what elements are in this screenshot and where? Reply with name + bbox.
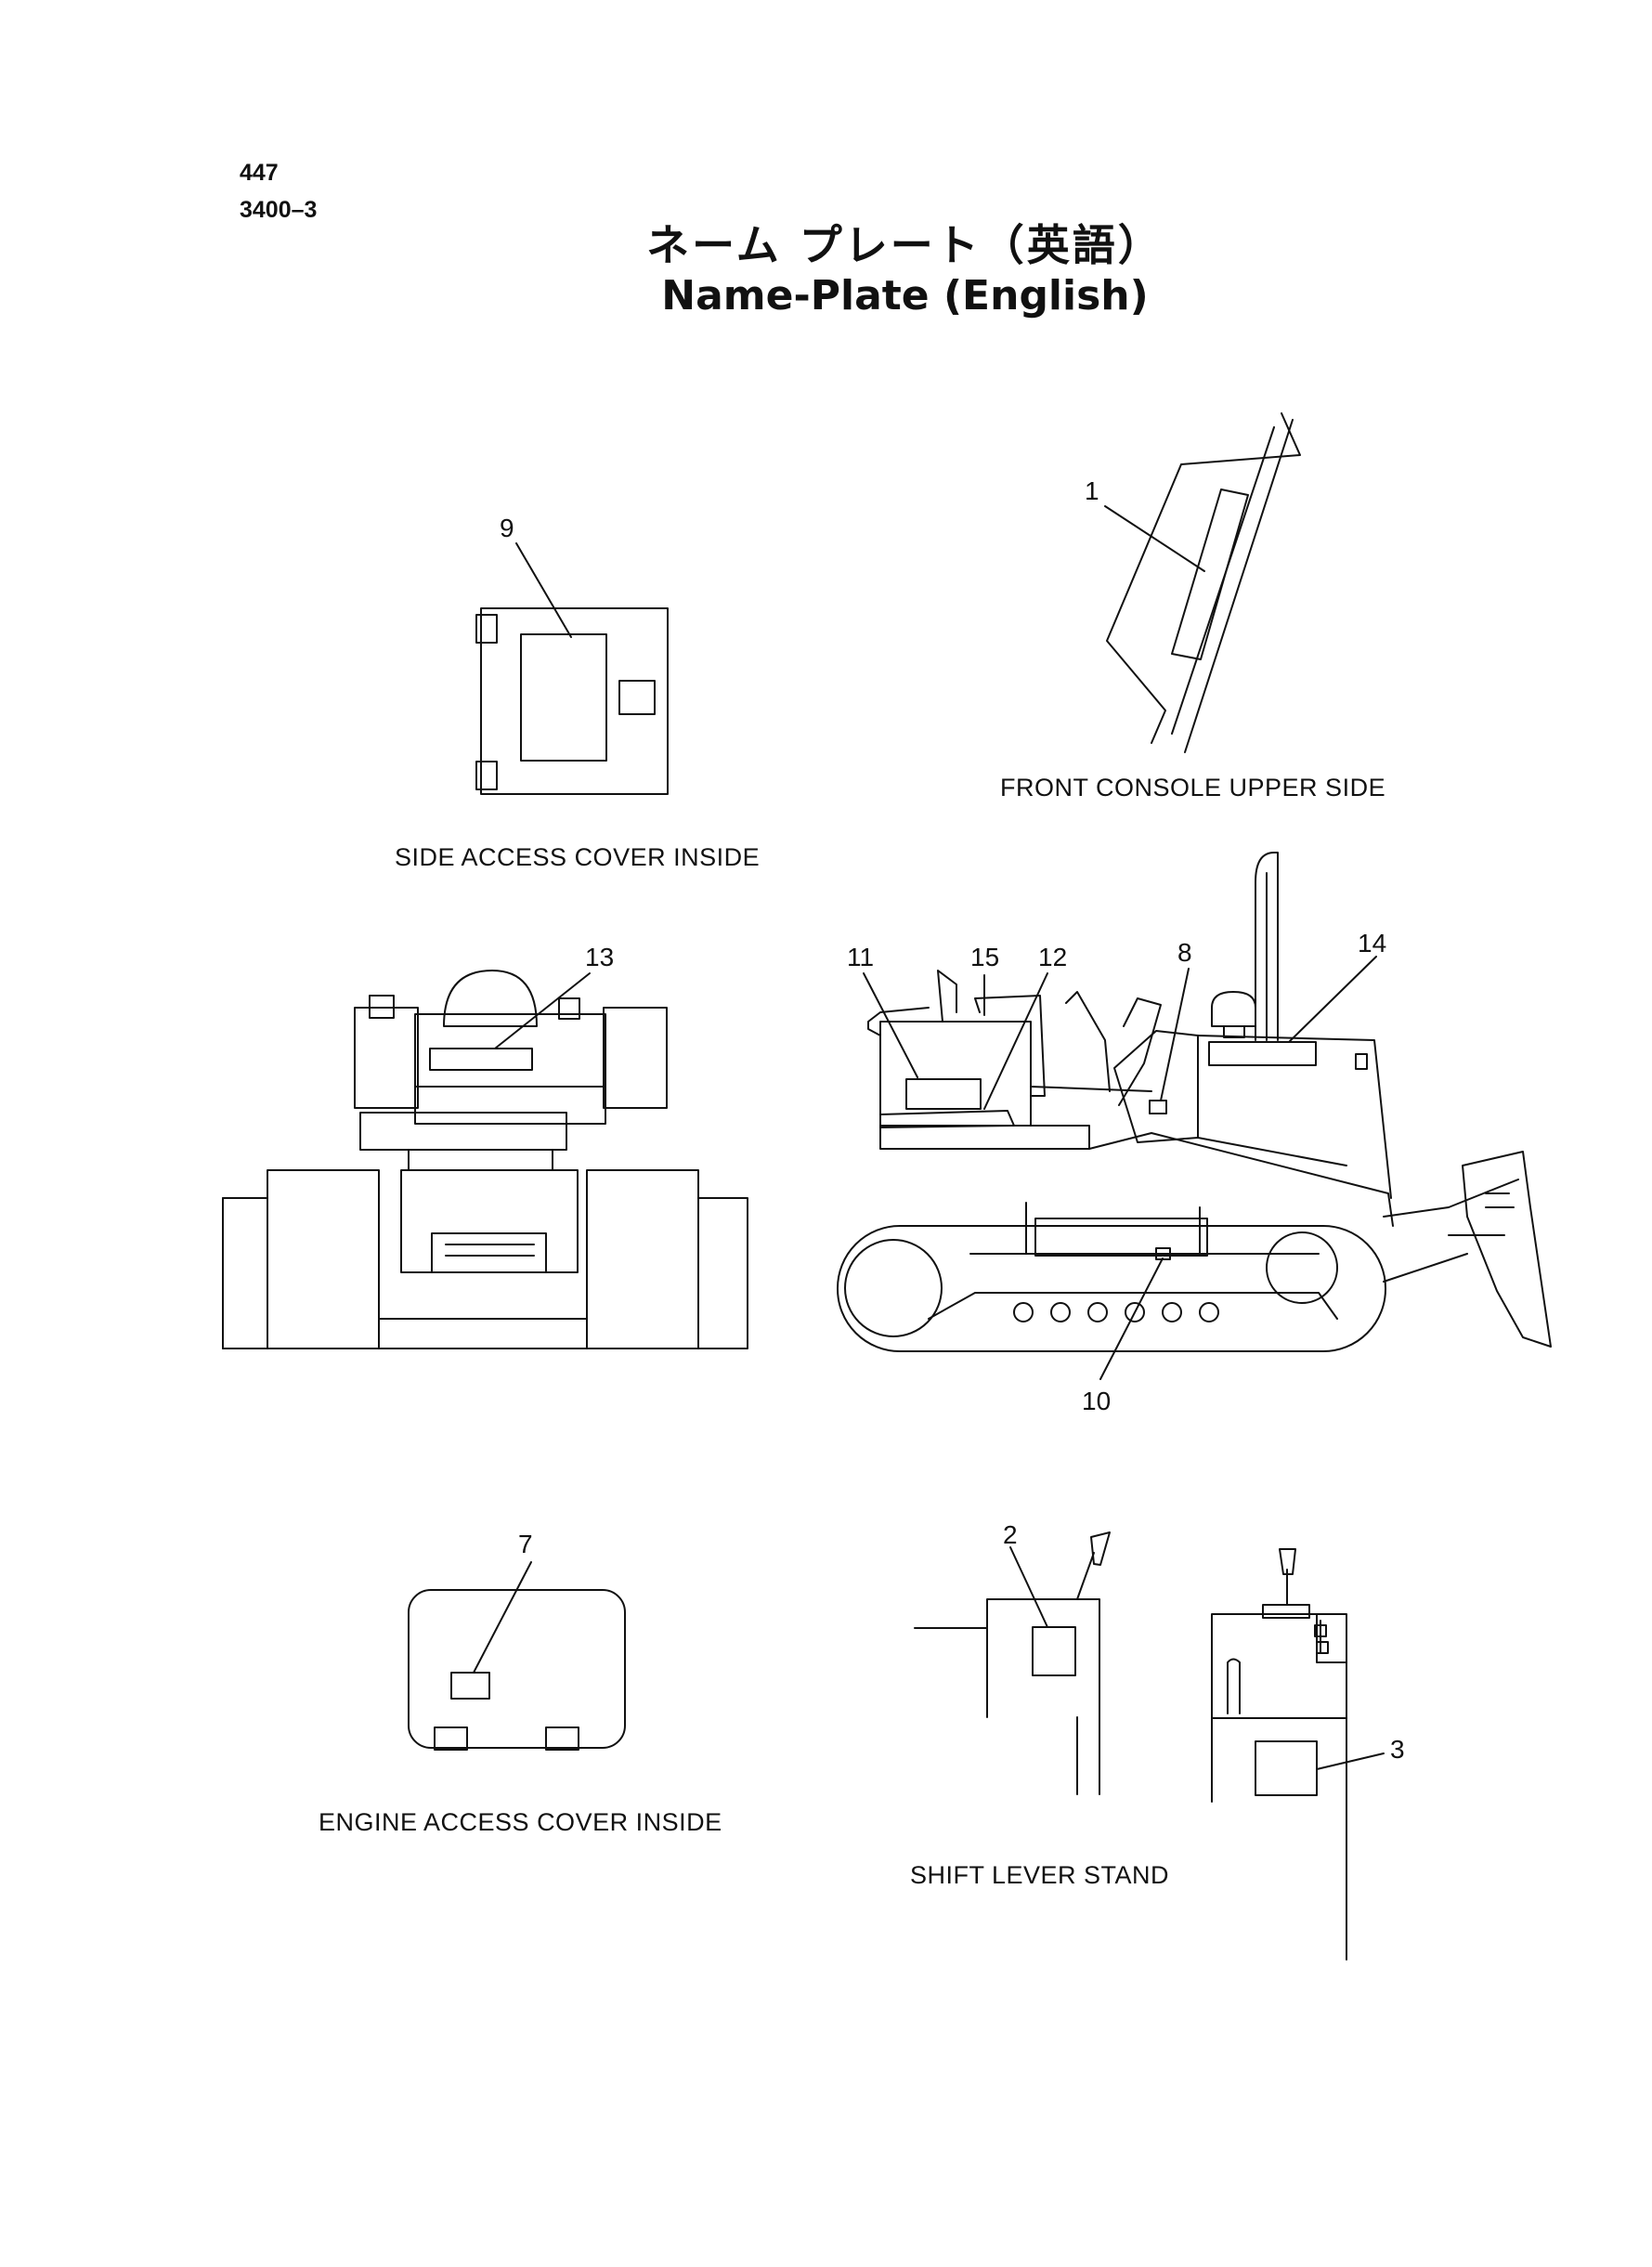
nameplate-1 xyxy=(1172,489,1248,659)
shift-lever-stand-view: 2 3 xyxy=(915,1520,1405,1960)
leader-3 xyxy=(1317,1753,1384,1769)
nameplate-13 xyxy=(430,1049,532,1070)
nameplate-14 xyxy=(1209,1042,1316,1065)
leader-10 xyxy=(1100,1258,1163,1379)
callout-9: 9 xyxy=(500,514,514,542)
callout-15: 15 xyxy=(970,943,999,971)
nameplate-9 xyxy=(521,634,606,761)
callout-3: 3 xyxy=(1390,1735,1405,1764)
rear-view: 13 xyxy=(223,943,748,1348)
leader-11 xyxy=(864,973,917,1077)
nameplate-3 xyxy=(1255,1741,1317,1795)
title-japanese: ネーム プレート（英語） xyxy=(646,220,1164,270)
nameplate-8 xyxy=(1150,1101,1166,1114)
nameplate-7 xyxy=(451,1673,489,1699)
callout-11: 11 xyxy=(847,943,874,971)
leader-9 xyxy=(516,543,571,637)
title-english: Name-Plate (English) xyxy=(661,272,1149,319)
leader-1 xyxy=(1105,506,1204,571)
front-console-view: 1 xyxy=(1085,413,1300,752)
nameplate-11 xyxy=(906,1079,981,1109)
nameplate-2 xyxy=(1033,1627,1075,1675)
callout-7: 7 xyxy=(518,1530,533,1558)
caption-front-console-upper-side: FRONT CONSOLE UPPER SIDE xyxy=(1000,774,1386,801)
dozer-side-view: 10 11 15 12 8 14 xyxy=(838,853,1551,1415)
leader-12 xyxy=(984,973,1047,1109)
section-number: 3400–3 xyxy=(240,197,318,223)
caption-shift-lever-stand: SHIFT LEVER STAND xyxy=(910,1861,1170,1889)
callout-14: 14 xyxy=(1358,929,1386,958)
callout-1: 1 xyxy=(1085,476,1099,505)
callout-8: 8 xyxy=(1177,938,1192,967)
caption-side-access-cover-inside: SIDE ACCESS COVER INSIDE xyxy=(395,843,761,871)
engine-access-cover-view: 7 xyxy=(409,1530,625,1750)
leader-13 xyxy=(495,973,590,1049)
callout-12: 12 xyxy=(1038,943,1067,971)
side-access-cover-view: 9 xyxy=(476,514,668,794)
callout-13: 13 xyxy=(585,943,614,971)
nameplate-12 xyxy=(880,1111,1014,1127)
leader-8 xyxy=(1161,969,1189,1101)
caption-engine-access-cover-inside: ENGINE ACCESS COVER INSIDE xyxy=(319,1808,722,1836)
leader-14 xyxy=(1289,957,1376,1042)
page-number: 447 xyxy=(240,160,279,186)
callout-2: 2 xyxy=(1003,1520,1018,1549)
callout-10: 10 xyxy=(1082,1387,1111,1415)
leader-2 xyxy=(1010,1547,1047,1627)
leader-7 xyxy=(474,1562,531,1673)
